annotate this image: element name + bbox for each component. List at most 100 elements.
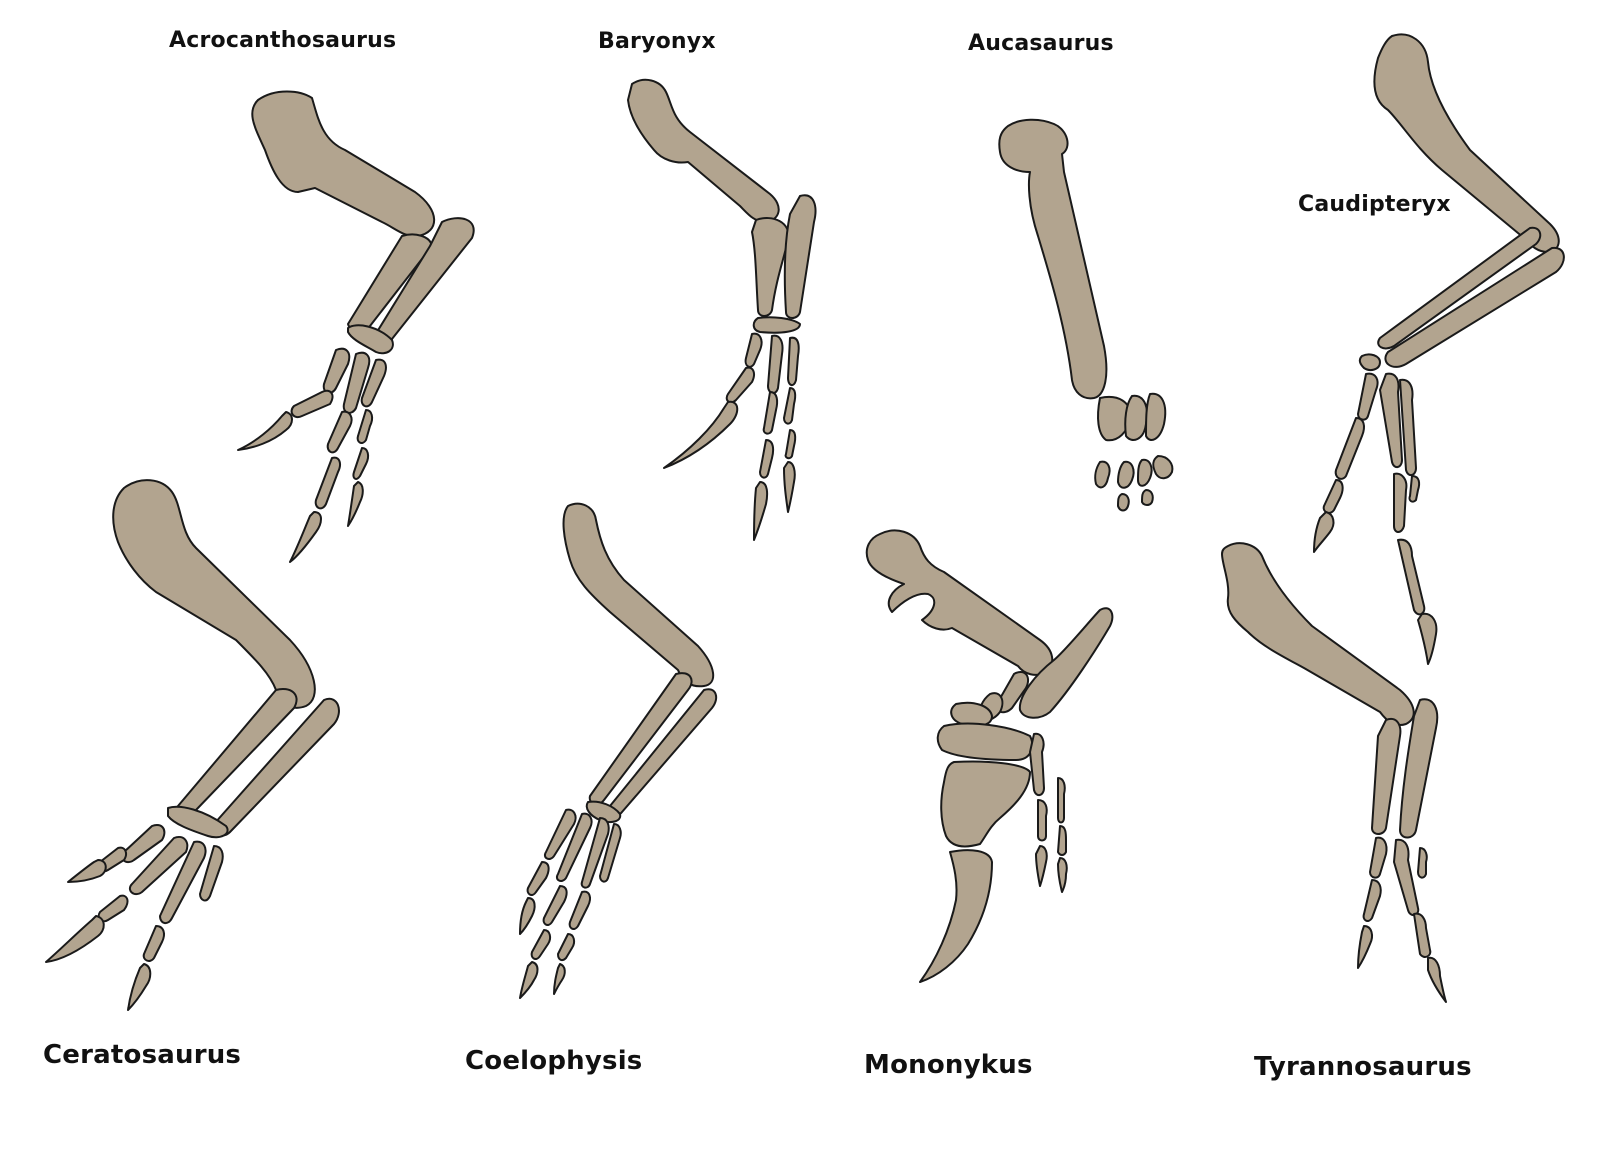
ceratosaurus-humerus bbox=[112, 479, 316, 709]
coelophysis-phalanx-1a bbox=[526, 861, 550, 896]
ceratosaurus-phalanx-2a bbox=[97, 894, 129, 923]
acrocanthosaurus-phalanx-3b bbox=[352, 447, 370, 480]
tyrannosaurus-phalanx-2a bbox=[1413, 912, 1432, 958]
baryonyx-metacarpal-3 bbox=[787, 336, 800, 386]
mononykus-digit-2a bbox=[1029, 732, 1045, 796]
acrocanthosaurus-metacarpal-3 bbox=[360, 358, 387, 408]
acrocanthosaurus-forelimb bbox=[237, 90, 475, 563]
caudipteryx-claw-1 bbox=[1313, 511, 1335, 553]
caudipteryx-radius bbox=[1384, 246, 1565, 368]
baryonyx-claw-3 bbox=[783, 461, 796, 513]
mononykus-claw bbox=[919, 849, 993, 983]
tyrannosaurus-radius bbox=[1399, 698, 1439, 839]
ceratosaurus-metacarpal-2 bbox=[128, 836, 189, 896]
baryonyx-claw-2 bbox=[753, 481, 769, 541]
mononykus-digit-3b bbox=[1057, 825, 1067, 856]
acrocanthosaurus-metacarpal-2 bbox=[342, 351, 371, 414]
caudipteryx-metacarpal-2 bbox=[1379, 372, 1403, 468]
acrocanthosaurus-claw-3 bbox=[347, 481, 364, 527]
coelophysis-phalanx-3b bbox=[557, 933, 576, 962]
caudipteryx-claw-2 bbox=[1417, 612, 1438, 665]
mononykus-digit-2b bbox=[1037, 799, 1048, 842]
caudipteryx-ulna bbox=[1377, 226, 1542, 350]
mononykus-humerus bbox=[865, 529, 1054, 676]
aucasaurus-digit-2 bbox=[1117, 460, 1135, 489]
mononykus-claw-3 bbox=[1057, 857, 1068, 893]
caudipteryx-phalanx-2a bbox=[1393, 472, 1408, 533]
caudipteryx-metacarpal-3 bbox=[1399, 378, 1417, 476]
acrocanthosaurus-phalanx-3a bbox=[356, 409, 374, 444]
acrocanthosaurus-claw-2 bbox=[289, 511, 322, 563]
tyrannosaurus-label: Tyrannosaurus bbox=[1254, 1052, 1472, 1082]
tyrannosaurus-metacarpal-3 bbox=[1417, 847, 1428, 879]
ceratosaurus-claw-1 bbox=[67, 859, 107, 883]
caudipteryx-forelimb bbox=[1313, 33, 1565, 665]
coelophysis-claw-3 bbox=[553, 963, 566, 995]
coelophysis-label: Coelophysis bbox=[465, 1046, 643, 1076]
caudipteryx-phalanx-1b bbox=[1322, 479, 1344, 514]
acrocanthosaurus-claw-1 bbox=[237, 411, 293, 451]
caudipteryx-carpals bbox=[1358, 353, 1381, 371]
coelophysis-metacarpal-3 bbox=[580, 817, 610, 889]
aucasaurus-label: Aucasaurus bbox=[968, 31, 1114, 56]
caudipteryx-phalanx-1a bbox=[1334, 417, 1365, 480]
mononykus-label: Mononykus bbox=[864, 1050, 1033, 1080]
baryonyx-carpals bbox=[752, 316, 801, 334]
acrocanthosaurus-phalanx-2a bbox=[326, 410, 353, 454]
mononykus-digit-3a bbox=[1057, 777, 1066, 824]
ceratosaurus-phalanx-3a bbox=[142, 925, 165, 962]
acrocanthosaurus-humerus bbox=[251, 90, 436, 238]
tyrannosaurus-ulna bbox=[1371, 718, 1402, 835]
baryonyx-phalanx-1a bbox=[725, 366, 755, 404]
aucasaurus-carpal-2 bbox=[1124, 394, 1148, 441]
tyrannosaurus-phalanx-1a bbox=[1362, 879, 1382, 922]
coelophysis-claw-1 bbox=[519, 897, 536, 935]
baryonyx-phalanx-3b bbox=[784, 429, 797, 460]
tyrannosaurus-metacarpal-2 bbox=[1393, 838, 1420, 916]
coelophysis-phalanx-3a bbox=[568, 890, 591, 930]
caudipteryx-humerus bbox=[1373, 33, 1560, 253]
caudipteryx-metacarpal-1 bbox=[1357, 372, 1379, 421]
tyrannosaurus-claw-1 bbox=[1357, 925, 1373, 969]
acrocanthosaurus-phalanx-1a bbox=[290, 389, 334, 418]
baryonyx-humerus bbox=[627, 78, 780, 223]
baryonyx-metacarpal-2 bbox=[767, 334, 784, 394]
aucasaurus-humerus bbox=[998, 118, 1108, 400]
acrocanthosaurus-carpals bbox=[347, 324, 394, 355]
mononykus-forelimb bbox=[865, 529, 1114, 983]
aucasaurus-carpal-1 bbox=[1097, 396, 1132, 442]
coelophysis-metacarpal-2 bbox=[556, 812, 593, 882]
ceratosaurus-label: Ceratosaurus bbox=[43, 1040, 242, 1070]
aucasaurus-carpal-3 bbox=[1145, 392, 1167, 441]
ceratosaurus-claw-3 bbox=[127, 963, 152, 1011]
ceratosaurus-claw-2 bbox=[45, 915, 105, 963]
coelophysis-forelimb bbox=[519, 502, 718, 999]
baryonyx-phalanx-3a bbox=[783, 387, 797, 425]
mononykus-claw-2 bbox=[1035, 845, 1048, 887]
mononykus-ulna-olecranon bbox=[1018, 607, 1114, 719]
caudipteryx-phalanx-3a bbox=[1408, 475, 1421, 503]
coelophysis-metacarpal-4 bbox=[599, 823, 622, 883]
acrocanthosaurus-phalanx-2b bbox=[314, 456, 341, 510]
aucasaurus-forelimb bbox=[998, 118, 1174, 512]
coelophysis-phalanx-2b bbox=[530, 929, 552, 960]
mononykus-carpal-c bbox=[936, 722, 1034, 761]
ceratosaurus-metacarpal-4 bbox=[199, 845, 224, 902]
baryonyx-phalanx-2a bbox=[762, 391, 779, 435]
caudipteryx-phalanx-2b bbox=[1397, 538, 1426, 616]
baryonyx-forelimb bbox=[627, 78, 817, 541]
tyrannosaurus-forelimb bbox=[1221, 542, 1447, 1003]
baryonyx-phalanx-2b bbox=[759, 439, 775, 479]
acrocanthosaurus-metacarpal-1 bbox=[322, 347, 351, 394]
baryonyx-ulna bbox=[751, 217, 790, 317]
baryonyx-claw-1 bbox=[663, 400, 739, 469]
aucasaurus-digit-4 bbox=[1152, 455, 1174, 480]
aucasaurus-digit-3 bbox=[1137, 458, 1153, 487]
aucasaurus-tip-2 bbox=[1117, 493, 1130, 512]
baryonyx-label: Baryonyx bbox=[598, 29, 716, 54]
caudipteryx-label: Caudipteryx bbox=[1298, 192, 1451, 217]
ceratosaurus-carpals bbox=[167, 805, 229, 839]
coelophysis-humerus bbox=[562, 502, 714, 688]
ceratosaurus-forelimb bbox=[45, 479, 340, 1011]
